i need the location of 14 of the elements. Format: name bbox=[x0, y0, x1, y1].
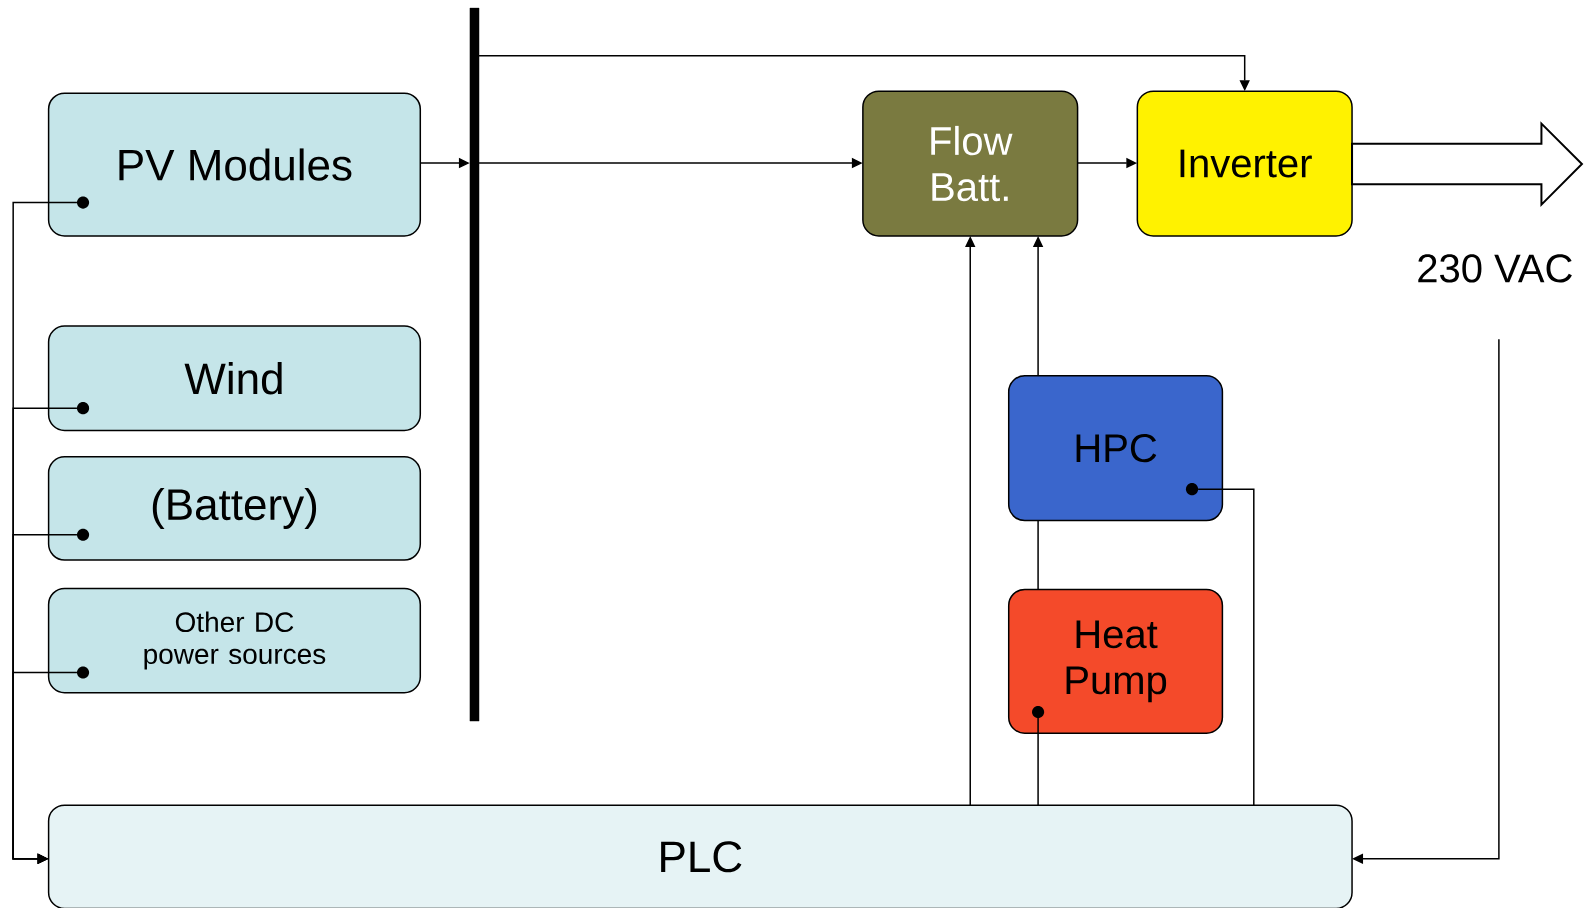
rounded-box: Flow Batt. bbox=[862, 90, 1079, 237]
hatched-box: PLC bbox=[47, 804, 1353, 908]
connector-line bbox=[1197, 488, 1255, 806]
connector-line bbox=[1037, 519, 1039, 591]
block-arrow bbox=[1351, 121, 1584, 207]
rounded-box: Heat Pump bbox=[1007, 588, 1224, 734]
rounded-box: HPC bbox=[1007, 375, 1224, 522]
rounded-box: Other DC power sources bbox=[47, 587, 422, 694]
rounded-box: PV Modules bbox=[47, 92, 422, 237]
rounded-box: (Battery) bbox=[47, 456, 422, 561]
rounded-box: Inverter bbox=[1136, 90, 1353, 237]
voltage-label: 230 VAC bbox=[1418, 254, 1572, 283]
rounded-box: Wind bbox=[47, 325, 422, 432]
connector-line bbox=[1037, 717, 1039, 806]
